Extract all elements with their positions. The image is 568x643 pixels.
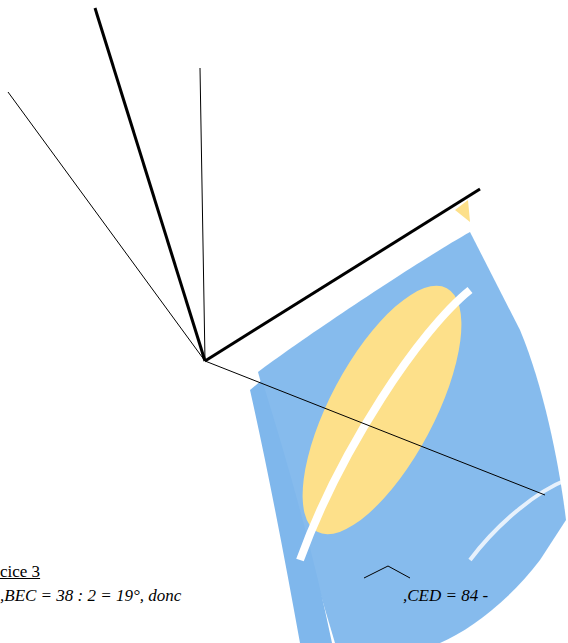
angle-hat xyxy=(364,566,410,578)
exercise-heading: cice 3 xyxy=(0,562,40,582)
watermark-logo xyxy=(250,200,566,643)
formula-text: ,CED = 84 - xyxy=(403,586,488,606)
rays xyxy=(8,8,545,495)
formula-text: ,BEC = 38 : 2 = 19°, donc xyxy=(0,586,181,606)
